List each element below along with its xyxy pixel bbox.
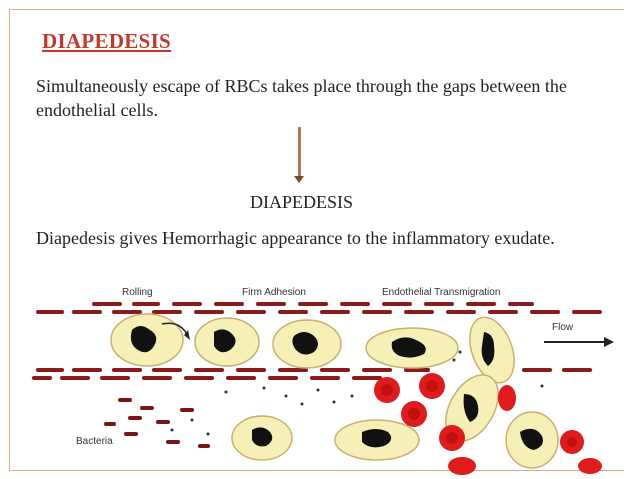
leukocyte-tissue-1 [231,415,293,461]
chemokine-dots [170,350,544,436]
leukocyte-transmigrating-1 [365,327,459,369]
label-firm-adhesion: Firm Adhesion [242,287,306,298]
rolling-arrowhead-icon [184,330,190,340]
leukocyte-tissue-4 [505,411,559,469]
leukocyte-tissue-2 [334,419,420,461]
leukocyte-rolling-1 [110,313,184,367]
endothelium-bottom [32,368,592,380]
leukocyte-adhesion [272,319,342,369]
bacteria-group [104,398,210,448]
down-arrow-icon [294,176,304,183]
label-rolling: Rolling [122,287,153,298]
label-flow: Flow [552,322,574,333]
endothelium-top [36,302,602,314]
down-arrow-shaft [298,127,301,179]
label-transmigration: Endothelial Transmigration [382,287,500,298]
diapedesis-label: DIAPEDESIS [250,192,354,212]
paragraph-hemorrhagic: Diapedesis gives Hemorrhagic appearance … [36,228,555,248]
diapedesis-diagram: Rolling Firm Adhesion Endothelial Transm… [32,280,616,479]
diagram-svg: Rolling Firm Adhesion Endothelial Transm… [32,287,614,475]
paragraph-rbc-escape: Simultaneously escape of RBCs takes plac… [36,76,567,120]
slide-title: DIAPEDESIS [42,29,172,53]
red-blood-cells [374,373,602,475]
right-margin-strip [624,0,638,479]
leukocyte-rolling-2 [194,317,260,367]
label-bacteria: Bacteria [76,436,113,447]
flow-arrow-icon: Flow [544,322,614,347]
leukocyte-transmigrating-2 [469,316,515,384]
